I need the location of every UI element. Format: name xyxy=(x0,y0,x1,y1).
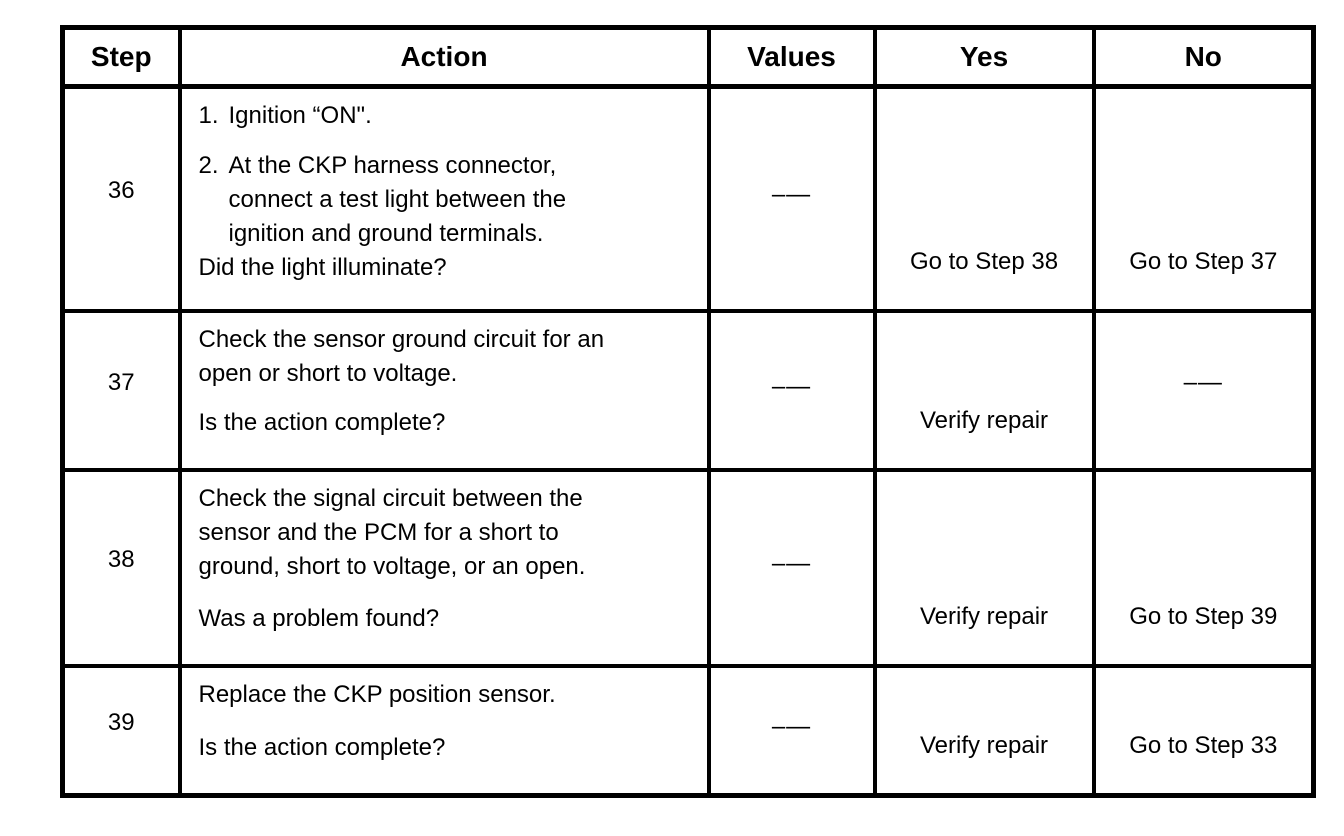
action-instructions: 1. Ignition “ON". 2. At the CKP harness … xyxy=(199,99,693,251)
action-question: Was a problem found? xyxy=(198,605,440,632)
yes-cell: Verify repair xyxy=(872,468,1096,668)
values-cell: –— xyxy=(706,84,877,313)
list-item-number: 2. xyxy=(198,152,219,179)
action-question: Did the light illuminate? xyxy=(198,254,447,281)
values-cell: –— xyxy=(706,309,877,472)
values-dash: –— xyxy=(771,550,812,577)
list-item: 1. Ignition “ON". xyxy=(199,99,693,133)
action-cell: Check the signal circuit between the sen… xyxy=(177,468,711,668)
list-item-text: Ignition “ON". xyxy=(228,102,372,129)
step-cell: 37 xyxy=(60,309,182,472)
yes-cell: Go to Step 38 xyxy=(872,84,1096,313)
yes-answer: Verify repair xyxy=(919,603,1049,630)
diagnostic-table-container: Step Action Values Yes No 36 1. Ignition… xyxy=(60,25,1316,798)
values-cell: –— xyxy=(706,664,877,798)
table-row: 37 Check the sensor ground circuit for a… xyxy=(60,309,1316,472)
action-question: Is the action complete? xyxy=(198,734,446,761)
values-dash: –— xyxy=(771,181,812,208)
action-question: Is the action complete? xyxy=(198,409,446,436)
column-header-step: Step xyxy=(60,25,182,89)
no-cell: Go to Step 37 xyxy=(1091,84,1316,313)
diagnostic-table: Step Action Values Yes No 36 1. Ignition… xyxy=(60,25,1316,798)
yes-answer: Go to Step 38 xyxy=(909,248,1059,275)
no-cell: Go to Step 33 xyxy=(1091,664,1316,798)
yes-answer: Verify repair xyxy=(919,407,1049,434)
column-header-values: Values xyxy=(706,25,877,89)
header-row: Step Action Values Yes No xyxy=(60,25,1316,89)
yes-cell: Verify repair xyxy=(872,309,1096,472)
no-cell: –— xyxy=(1091,309,1316,472)
values-dash: –— xyxy=(771,372,812,400)
no-dash: –— xyxy=(1183,368,1223,396)
step-number: 39 xyxy=(107,708,135,736)
table-row: 36 1. Ignition “ON". 2. At the CKP harne… xyxy=(60,84,1316,313)
action-cell: 1. Ignition “ON". 2. At the CKP harness … xyxy=(177,84,711,313)
action-instructions: Check the sensor ground circuit for an o… xyxy=(198,326,605,387)
no-cell: Go to Step 39 xyxy=(1091,468,1316,668)
step-number: 37 xyxy=(107,368,135,396)
no-answer: Go to Step 37 xyxy=(1129,248,1278,275)
column-header-no: No xyxy=(1091,25,1316,89)
column-header-yes: Yes xyxy=(872,25,1096,89)
table-row: 39 Replace the CKP position sensor. Is t… xyxy=(60,664,1316,798)
table-row: 38 Check the signal circuit between the … xyxy=(60,468,1316,668)
no-answer: Go to Step 39 xyxy=(1129,603,1278,630)
list-item: 2. At the CKP harness connector, connect… xyxy=(199,149,693,251)
step-cell: 39 xyxy=(60,664,182,798)
step-cell: 36 xyxy=(60,84,182,313)
list-item-text: At the CKP harness connector, connect a … xyxy=(228,152,567,247)
values-cell: –— xyxy=(706,468,877,668)
action-instructions: Replace the CKP position sensor. xyxy=(198,681,556,708)
action-cell: Check the sensor ground circuit for an o… xyxy=(177,309,711,472)
yes-answer: Verify repair xyxy=(919,732,1049,759)
step-number: 36 xyxy=(107,177,135,204)
step-number: 38 xyxy=(107,546,135,573)
step-cell: 38 xyxy=(60,468,182,668)
no-answer: Go to Step 33 xyxy=(1129,732,1278,759)
action-instructions: Check the signal circuit between the sen… xyxy=(198,485,586,580)
values-dash: –— xyxy=(771,712,812,740)
action-cell: Replace the CKP position sensor. Is the … xyxy=(177,664,711,798)
yes-cell: Verify repair xyxy=(872,664,1096,798)
list-item-number: 1. xyxy=(198,102,219,129)
column-header-action: Action xyxy=(177,25,711,89)
